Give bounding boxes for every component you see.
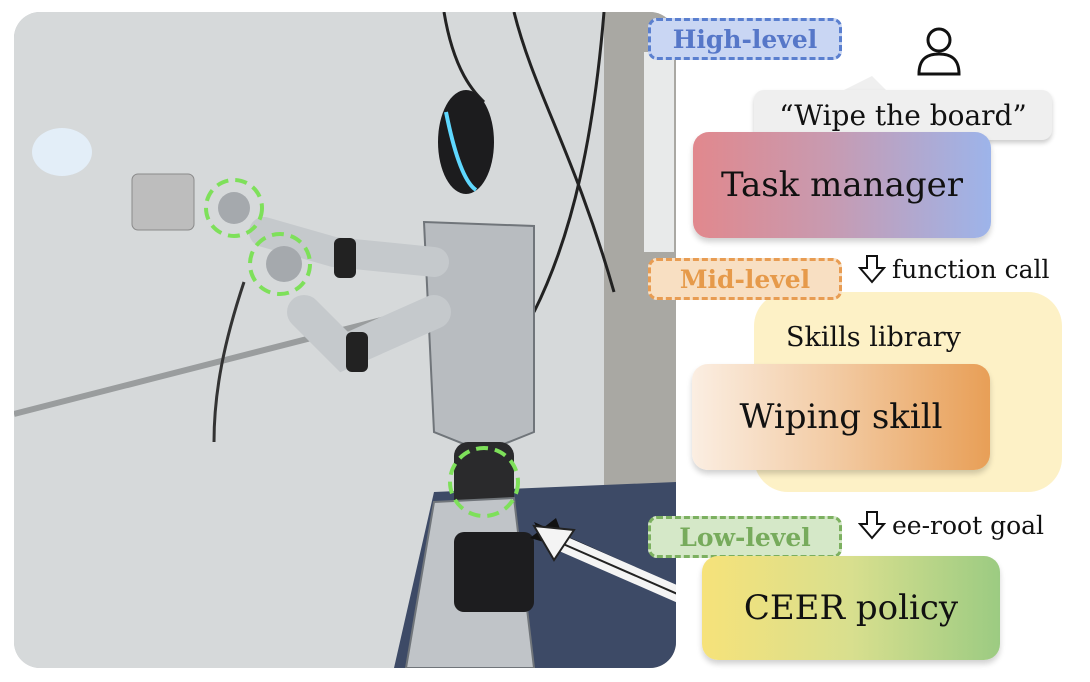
function-call-label: function call (892, 254, 1050, 284)
hand-joint-highlight (248, 232, 312, 296)
wiping-skill-box: Wiping skill (692, 364, 990, 470)
user-command-text: “Wipe the board” (779, 98, 1027, 132)
ee-root-goal-arrow: ee-root goal (858, 510, 1044, 540)
low-level-label: Low-level (679, 522, 811, 552)
ee-root-goal-label: ee-root goal (892, 510, 1045, 540)
robot-photo-illustration (14, 12, 676, 668)
down-arrow-icon (858, 255, 886, 284)
task-manager-box: Task manager (693, 132, 991, 238)
wiping-skill-label: Wiping skill (739, 397, 943, 437)
user-icon (917, 27, 961, 76)
down-arrow-icon (858, 511, 886, 540)
ceer-policy-label: CEER policy (743, 588, 959, 628)
high-level-tag: High-level (648, 18, 842, 60)
task-manager-label: Task manager (721, 165, 963, 205)
waist-joint-highlight (448, 446, 520, 518)
ceer-policy-box: CEER policy (702, 556, 1000, 660)
mid-level-label: Mid-level (679, 264, 811, 294)
robot-photo (14, 12, 676, 668)
user-command-bubble: “Wipe the board” (754, 90, 1052, 140)
wrist-joint-highlight (204, 178, 264, 238)
pointer-arrow-icon (530, 518, 676, 603)
high-level-label: High-level (672, 24, 818, 54)
function-call-arrow: function call (858, 254, 1050, 284)
low-level-tag: Low-level (648, 516, 842, 558)
skills-library-label: Skills library (786, 322, 961, 353)
mid-level-tag: Mid-level (648, 258, 842, 300)
